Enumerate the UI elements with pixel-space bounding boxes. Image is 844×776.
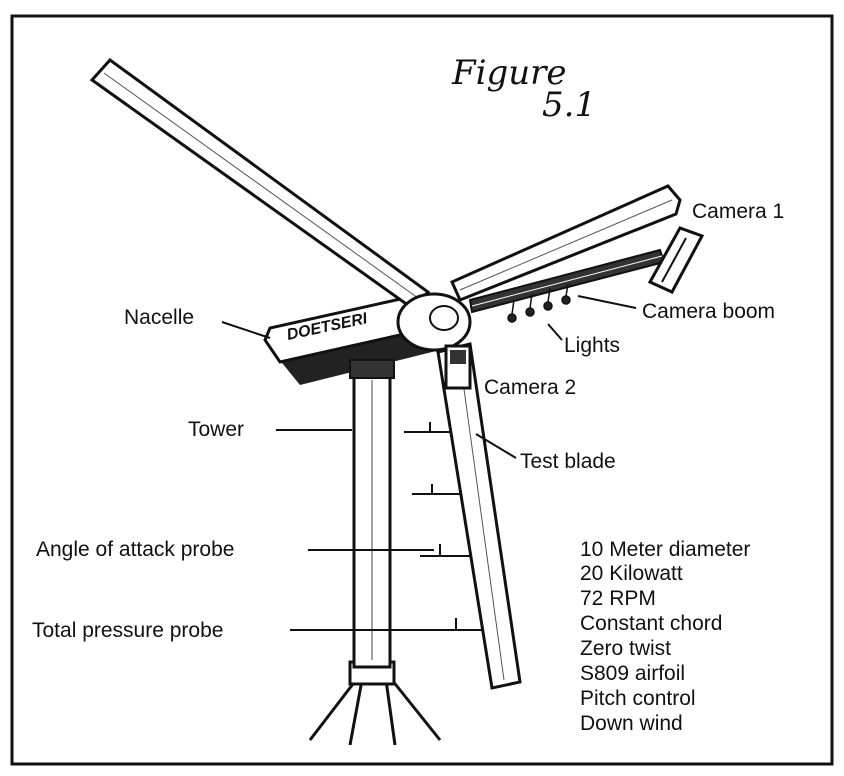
nacelle-underside [278,330,440,385]
label-angle-of-attack-probe: Angle of attack probe [36,538,234,561]
lights [507,283,571,323]
specs-list: 10 Meter diameter 20 Kilowatt 72 RPM Con… [580,538,750,735]
spec-item: 10 Meter diameter [580,538,750,561]
label-tower: Tower [188,418,244,441]
label-lights: Lights [564,334,620,357]
camera-1 [647,226,705,294]
label-nacelle: Nacelle [124,306,194,329]
spec-item: 72 RPM [580,587,656,610]
yaw-bearing [349,359,395,379]
label-test-blade: Test blade [520,450,616,473]
spec-item: 20 Kilowatt [580,562,683,585]
spec-item: Pitch control [580,687,696,710]
spec-item: S809 airfoil [580,662,685,685]
label-camera-2: Camera 2 [484,376,576,399]
rotor-hub [396,292,472,352]
camera-2 [444,344,472,390]
spec-item: Down wind [580,712,683,735]
label-total-pressure-probe: Total pressure probe [32,619,223,642]
label-camera-boom: Camera boom [642,300,775,323]
handwritten-figure-number: 5.1 [542,85,596,125]
handwritten-figure-title: Figure [451,53,567,93]
blade-upper-right [450,184,682,302]
blade-upper-left [89,57,431,310]
figure-frame [10,14,834,766]
spec-item: Constant chord [580,612,722,635]
blade-probes [404,422,484,631]
spec-item: Zero twist [580,637,671,660]
leader-lines [221,295,637,631]
label-camera-1: Camera 1 [692,200,784,223]
tower-base [308,660,442,746]
tower [352,370,392,669]
